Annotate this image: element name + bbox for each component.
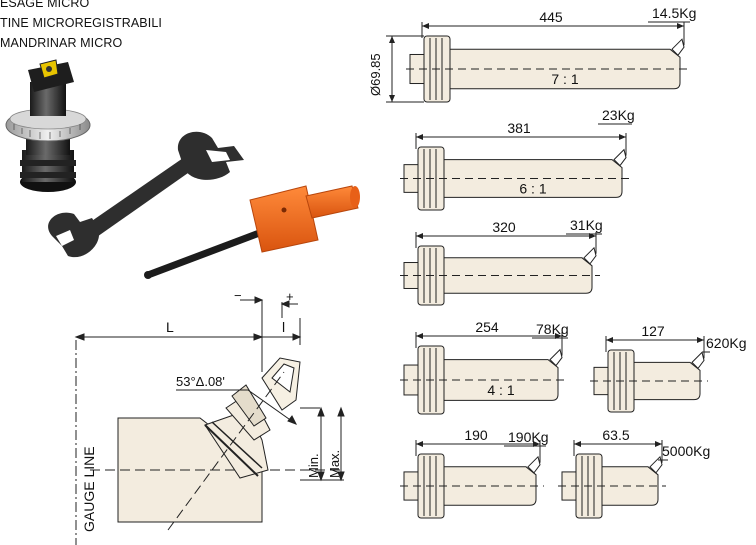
bar-body [633,361,701,401]
bar-insert [671,38,685,56]
bar-insert [549,348,563,367]
boring-bar: 381 23Kg 6 : 1 [400,107,635,211]
dim-arrow-right [677,23,684,29]
max-label: Max. [327,450,342,478]
dim-arrow-right [655,441,662,447]
bar-length-label: 445 [539,9,563,25]
bar-ratio-label: 6 : 1 [519,181,546,197]
bar-weight-label: 78Kg [536,321,569,337]
bar-weight-label: 23Kg [602,107,635,123]
boring-bar: 190 190Kg [400,427,548,519]
boring-bars: 445 14.5Kg 7 : 1 Ø69.85 381 23Kg 6 : 1 320 31Kg 2… [368,5,746,519]
bar-ratio-label: 7 : 1 [551,71,578,87]
bar-weight-label: 190Kg [508,429,548,445]
bar-insert [649,455,663,474]
hex-key-photo [144,185,360,279]
bar-weight-label: 5000Kg [662,443,710,459]
bar-insert [583,246,597,265]
gauge-line-label: GAUGE LINE [81,446,97,532]
diameter-arrow-bottom [389,95,395,102]
bar-length-label: 127 [641,323,665,339]
bar-body [443,359,559,401]
dim-arrow-left [416,333,423,339]
dim-arrow-right [697,337,704,343]
bar-weight-label: 620Kg [706,335,746,351]
detail-drawing [74,296,345,545]
dim-arrow-right [619,134,626,140]
bar-length-label: 254 [475,319,499,335]
bar-length-label: 63.5 [602,427,629,443]
bar-weight-label: 14.5Kg [652,5,696,21]
bar-weight-label: 31Kg [570,217,603,233]
bar-ratio-label: 4 : 1 [487,382,514,398]
bar-length-label: 320 [492,219,516,235]
dim-arrow-left [416,233,423,239]
boring-bar: 320 31Kg [400,217,603,306]
bar-length-label: 381 [507,120,531,136]
caption-line-1: ESAGE MICRO [0,0,90,10]
boring-bar: 63.5 5000Kg [558,427,710,519]
angle-label: 53°Δ.08' [176,374,225,389]
boring-head-photo [5,59,91,192]
caption-line-3: MANDRINAR MICRO [0,36,123,50]
boring-bar: 254 78Kg 4 : 1 [400,319,569,415]
bar-length-label: 190 [464,427,488,443]
dim-arrow-left [574,441,581,447]
minus-label: − [234,288,242,303]
boring-bar: 445 14.5Kg 7 : 1 Ø69.85 [368,5,696,103]
caption-line-2: TINE MICROREGISTRABILI [0,16,162,30]
dim-arrow-left [416,134,423,140]
bar-insert [527,455,541,474]
bar-insert [691,351,705,370]
bar-body [443,466,537,506]
bar-insert [613,148,627,167]
min-label: Min. [306,453,321,478]
dim-arrow-left [416,441,423,447]
l-label: l [282,319,285,335]
plus-label: + [286,289,294,304]
bar-diameter-label: Ø69.85 [368,53,383,96]
dim-arrow-left [422,23,429,29]
dim-arrow-left [606,337,613,343]
L-label: L [166,319,174,335]
wrench-photo [48,131,244,258]
detail-labels: − + L l 53°Δ.08' Min. Max. GAUGE LINE [81,288,342,532]
diameter-arrow-top [389,36,395,43]
boring-bar: 127 620Kg [590,323,746,413]
